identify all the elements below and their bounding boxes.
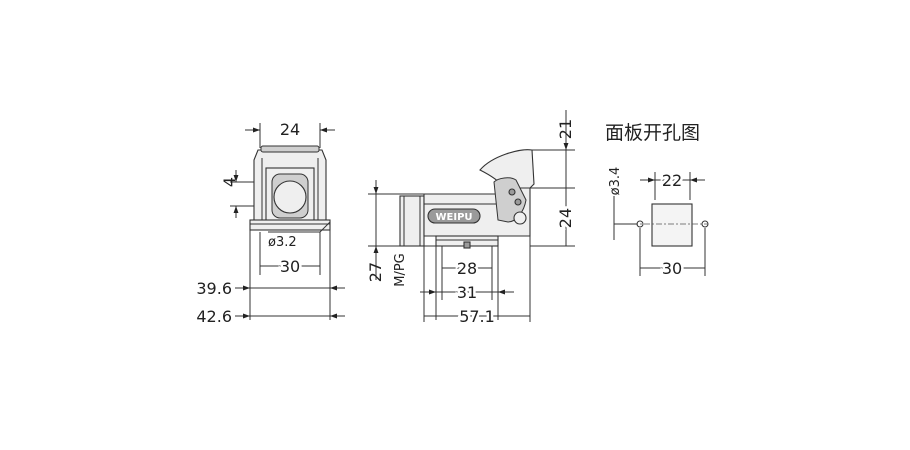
dim-24-side: 24 xyxy=(556,208,575,228)
front-base xyxy=(249,219,331,231)
dim-57-1: 57.1 xyxy=(459,307,495,326)
dim-30-cutout: 30 xyxy=(662,259,682,278)
dim-4: 4 xyxy=(220,177,239,187)
dim-31: 31 xyxy=(457,283,477,302)
dim-30-front: 30 xyxy=(280,257,300,276)
dim-27: 27 xyxy=(366,262,385,282)
panel-title: 面板开孔图 xyxy=(605,122,700,144)
dim-28: 28 xyxy=(457,259,477,278)
dim-39-6: 39.6 xyxy=(196,279,232,298)
cutout-hole-dia: ø3.4 xyxy=(608,167,623,196)
thread-label: M/PG xyxy=(393,253,408,287)
dim-22: 22 xyxy=(662,171,682,190)
cutout-square xyxy=(651,203,693,247)
dim-42-6: 42.6 xyxy=(196,307,232,326)
cutout-view: 面板开孔图 22 ø3.4 30 xyxy=(605,122,709,281)
side-view: WEIPU 27 M/PG 28 31 57.1 xyxy=(366,110,578,329)
dim-21: 21 xyxy=(556,119,575,139)
front-hole-dia: ø3.2 xyxy=(268,235,297,250)
brand-text: WEIPU xyxy=(435,212,472,223)
side-brand-plate xyxy=(427,208,481,224)
side-latch-lever xyxy=(479,149,535,189)
front-cable-entry xyxy=(273,180,307,214)
cutout-hole-right xyxy=(701,220,709,228)
front-view: 24 4 ø3.2 30 39.6 xyxy=(196,120,345,326)
dim-24-top: 24 xyxy=(280,120,300,139)
